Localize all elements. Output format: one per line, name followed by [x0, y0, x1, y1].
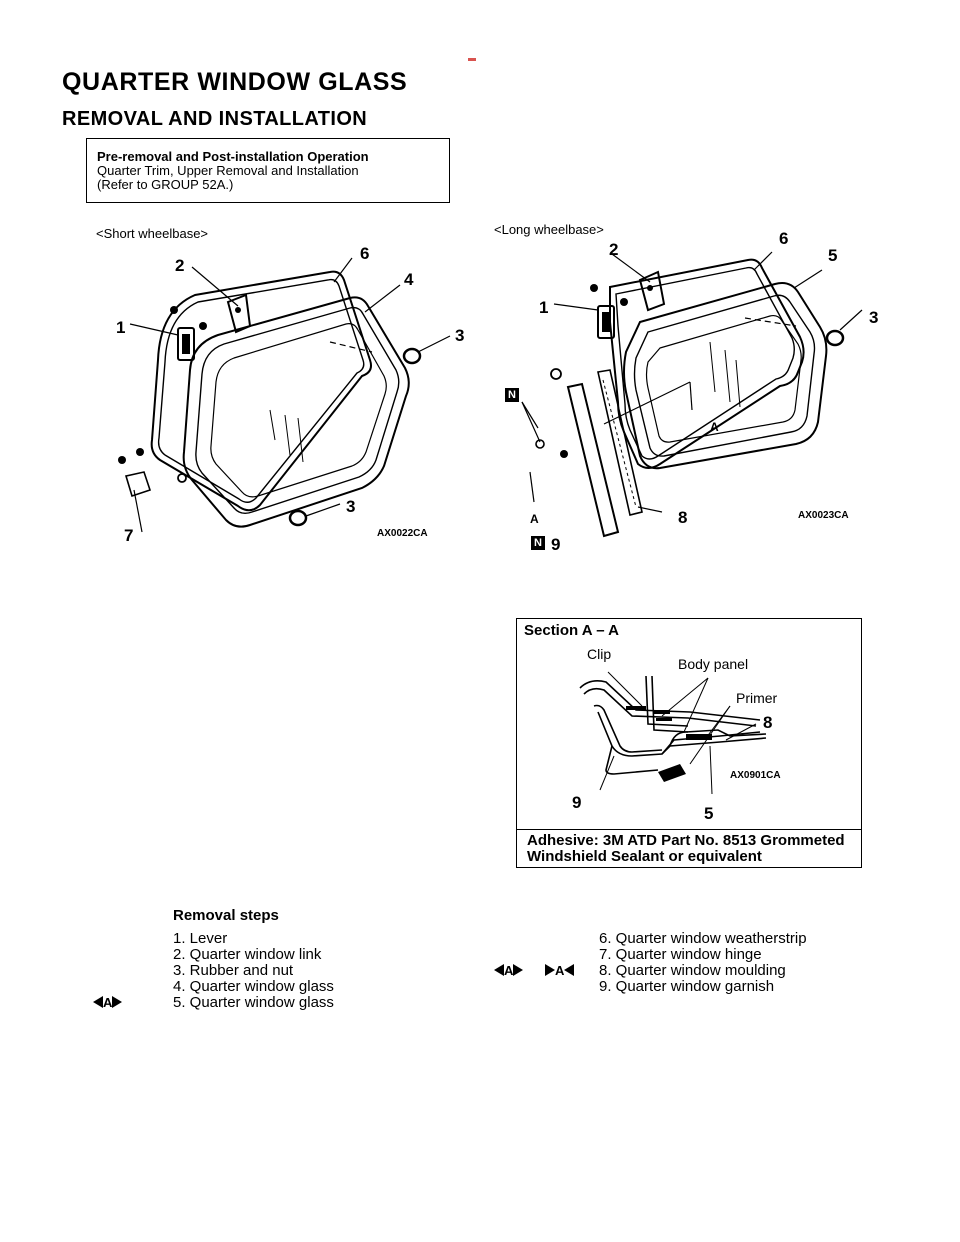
long-callout-9: 9: [551, 535, 561, 554]
section-figure-code: AX0901CA: [730, 770, 781, 781]
short-callout-3-top: 3: [455, 326, 465, 345]
long-wheelbase-diagram: [521, 251, 863, 538]
step-7: 7. Quarter window hinge: [599, 946, 762, 963]
page-title: QUARTER WINDOW GLASS: [62, 68, 408, 96]
section-title: Section A – A: [524, 622, 620, 639]
right-triangle-icon: [545, 964, 555, 976]
short-callout-4: 4: [404, 270, 414, 289]
section-diagram: [579, 671, 767, 795]
short-wheelbase-caption: <Short wheelbase>: [96, 226, 209, 241]
label-primer: Primer: [736, 690, 778, 706]
section-a-a-box: [516, 618, 862, 868]
removal-marker-step-8: A: [494, 963, 524, 978]
left-triangle-icon: [93, 996, 103, 1008]
section-callout-9: 9: [572, 793, 582, 812]
long-callout-5: 5: [828, 246, 838, 265]
step-5: 5. Quarter window glass: [173, 994, 334, 1011]
pre-operation-heading: Pre-removal and Post-installation Operat…: [97, 149, 369, 164]
short-figure-code: AX0022CA: [377, 528, 428, 539]
step-3: 3. Rubber and nut: [173, 962, 294, 979]
right-triangle-icon: [112, 996, 123, 1008]
step-6: 6. Quarter window weatherstrip: [599, 930, 807, 947]
removal-steps-heading: Removal steps: [173, 907, 279, 924]
section-callout-8: 8: [763, 713, 773, 732]
step-9: 9. Quarter window garnish: [599, 978, 775, 995]
pre-operation-line-1: Quarter Trim, Upper Removal and Installa…: [97, 163, 359, 178]
short-callout-1: 1: [116, 318, 126, 337]
adhesive-line-2: Windshield Sealant or equivalent: [527, 848, 762, 865]
long-callout-6: 6: [779, 229, 789, 248]
step-1: 1. Lever: [173, 930, 228, 947]
marker-letter: A: [555, 963, 565, 978]
long-callout-2: 2: [609, 240, 619, 259]
short-wheelbase-diagram: [118, 257, 451, 533]
step-8: 8. Quarter window moulding: [599, 962, 786, 979]
long-new-part-marker-bottom: N: [531, 536, 545, 550]
label-body-panel: Body panel: [678, 656, 749, 672]
long-section-marker-lower: A: [530, 512, 539, 526]
short-callout-7: 7: [124, 526, 134, 545]
short-callout-3-bottom: 3: [346, 497, 356, 516]
section-divider: [516, 829, 862, 830]
pre-operation-line-2: (Refer to GROUP 52A.): [97, 177, 234, 192]
adhesive-line-1: Adhesive: 3M ATD Part No. 8513 Grommeted: [527, 832, 845, 849]
long-new-part-marker-top: N: [505, 388, 519, 402]
section-callout-5: 5: [704, 804, 714, 823]
right-triangle-icon: [513, 964, 524, 976]
marker-letter: A: [504, 963, 514, 978]
long-figure-code: AX0023CA: [798, 510, 849, 521]
long-callout-8: 8: [678, 508, 688, 527]
header-mark: [468, 58, 476, 61]
removal-marker-step-5: A: [93, 995, 123, 1010]
page-subtitle: REMOVAL AND INSTALLATION: [62, 108, 368, 130]
installation-marker-step-8: A: [545, 963, 575, 978]
step-2: 2. Quarter window link: [173, 946, 322, 963]
left-triangle-icon: [494, 964, 504, 976]
short-callout-2: 2: [175, 256, 185, 275]
short-callout-6: 6: [360, 244, 370, 263]
adhesive-note: Adhesive: 3M ATD Part No. 8513 Grommeted…: [527, 833, 845, 865]
step-4: 4. Quarter window glass: [173, 978, 334, 995]
long-section-marker-upper: A: [710, 420, 719, 434]
marker-letter: A: [103, 995, 113, 1010]
long-callout-1: 1: [539, 298, 549, 317]
pre-operation-box: Pre-removal and Post-installation Operat…: [86, 138, 450, 203]
left-triangle-icon: [564, 964, 575, 976]
long-callout-3: 3: [869, 308, 879, 327]
long-wheelbase-caption: <Long wheelbase>: [494, 222, 604, 237]
label-clip: Clip: [587, 646, 612, 662]
